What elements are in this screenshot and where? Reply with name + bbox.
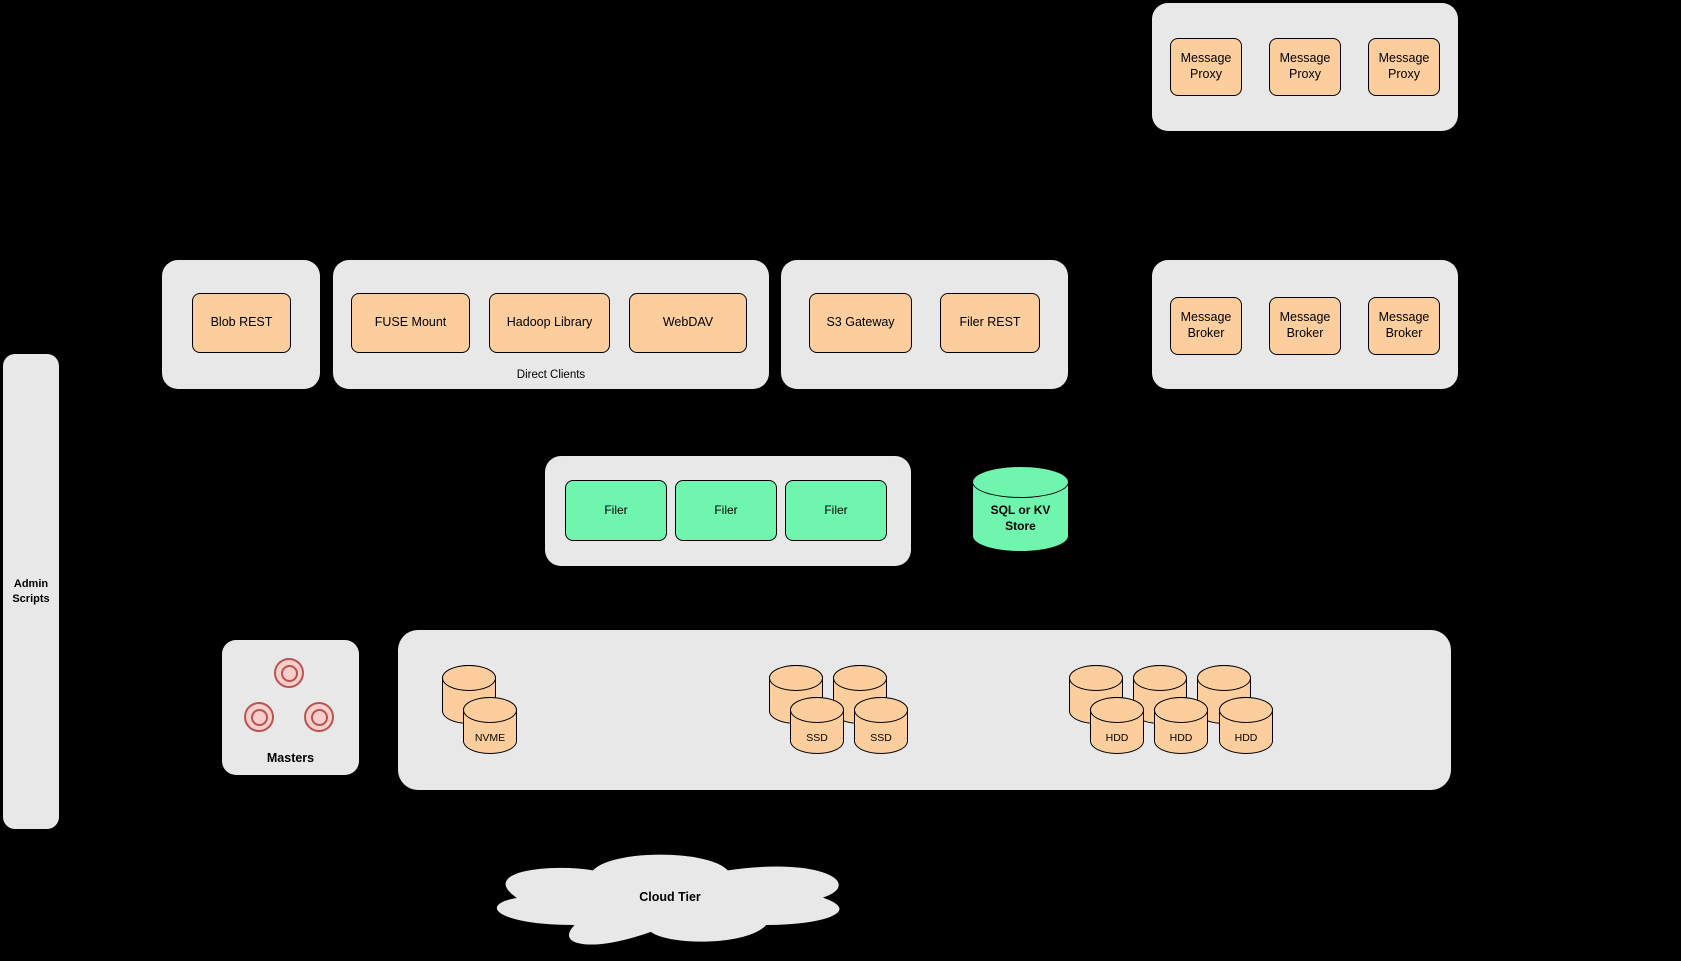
message-proxy-group: Message Proxy Message Proxy Message Prox… — [1152, 3, 1458, 131]
blob-rest-node: Blob REST — [192, 293, 291, 353]
hadoop-library-label: Hadoop Library — [506, 315, 593, 330]
message-broker-group: Message Broker Message Broker Message Br… — [1152, 260, 1458, 389]
filer-node: Filer — [785, 480, 887, 541]
master-donut-icon — [244, 702, 274, 732]
message-proxy-node: Message Proxy — [1368, 38, 1440, 96]
message-proxy-label: Message Proxy — [1378, 51, 1430, 81]
masters-label: Masters — [266, 751, 315, 765]
ssd-cylinder: SSD — [854, 697, 908, 754]
s3-gateway-label: S3 Gateway — [826, 315, 895, 330]
master-donut-icon — [274, 658, 304, 688]
masters-group: Masters — [222, 640, 359, 775]
sql-kv-store-cylinder: SQL or KV Store — [972, 466, 1069, 552]
cloud-shape — [477, 842, 863, 957]
message-broker-label: Message Broker — [1180, 310, 1232, 340]
hdd-cylinder: HDD — [1154, 697, 1208, 754]
filer-label: Filer — [714, 503, 738, 517]
sql-kv-store-label: SQL or KV Store — [990, 503, 1051, 533]
volume-servers-group: NVME SSD SSD HDD HDD HDD — [398, 630, 1451, 790]
hdd-label: HDD — [1234, 732, 1258, 744]
webdav-node: WebDAV — [629, 293, 747, 353]
ssd-label: SSD — [870, 732, 892, 744]
hdd-label: HDD — [1169, 732, 1193, 744]
message-broker-node: Message Broker — [1170, 297, 1242, 355]
message-proxy-label: Message Proxy — [1180, 51, 1232, 81]
nvme-cylinder: NVME — [463, 697, 517, 754]
hdd-label: HDD — [1105, 732, 1129, 744]
ssd-label: SSD — [806, 732, 828, 744]
fuse-mount-label: FUSE Mount — [374, 315, 447, 330]
webdav-label: WebDAV — [662, 315, 714, 330]
message-broker-label: Message Broker — [1279, 310, 1331, 340]
direct-clients-caption: Direct Clients — [516, 369, 586, 381]
filer-group: Filer Filer Filer — [545, 456, 911, 566]
admin-scripts-label: Admin Scripts — [12, 578, 50, 605]
blob-rest-group: Blob REST — [162, 260, 320, 389]
message-broker-node: Message Broker — [1368, 297, 1440, 355]
blob-rest-label: Blob REST — [210, 315, 273, 330]
filer-rest-node: Filer REST — [940, 293, 1040, 353]
filer-node: Filer — [675, 480, 777, 541]
s3-gateway-node: S3 Gateway — [809, 293, 912, 353]
message-proxy-node: Message Proxy — [1170, 38, 1242, 96]
filer-rest-label: Filer REST — [959, 315, 1021, 330]
message-proxy-node: Message Proxy — [1269, 38, 1341, 96]
filer-label: Filer — [604, 503, 628, 517]
hadoop-library-node: Hadoop Library — [489, 293, 610, 353]
filer-label: Filer — [824, 503, 848, 517]
ssd-cylinder: SSD — [790, 697, 844, 754]
hdd-cylinder: HDD — [1219, 697, 1273, 754]
message-proxy-label: Message Proxy — [1279, 51, 1331, 81]
filer-node: Filer — [565, 480, 667, 541]
direct-clients-group: FUSE Mount Hadoop Library WebDAV Direct … — [333, 260, 769, 389]
message-broker-label: Message Broker — [1378, 310, 1430, 340]
fuse-mount-node: FUSE Mount — [351, 293, 470, 353]
message-broker-node: Message Broker — [1269, 297, 1341, 355]
master-donut-icon — [304, 702, 334, 732]
admin-scripts-panel: Admin Scripts — [3, 354, 59, 829]
hdd-cylinder: HDD — [1090, 697, 1144, 754]
nvme-label: NVME — [474, 732, 506, 744]
gateway-group: S3 Gateway Filer REST — [781, 260, 1068, 389]
cloud-tier-label: Cloud Tier — [639, 890, 701, 904]
